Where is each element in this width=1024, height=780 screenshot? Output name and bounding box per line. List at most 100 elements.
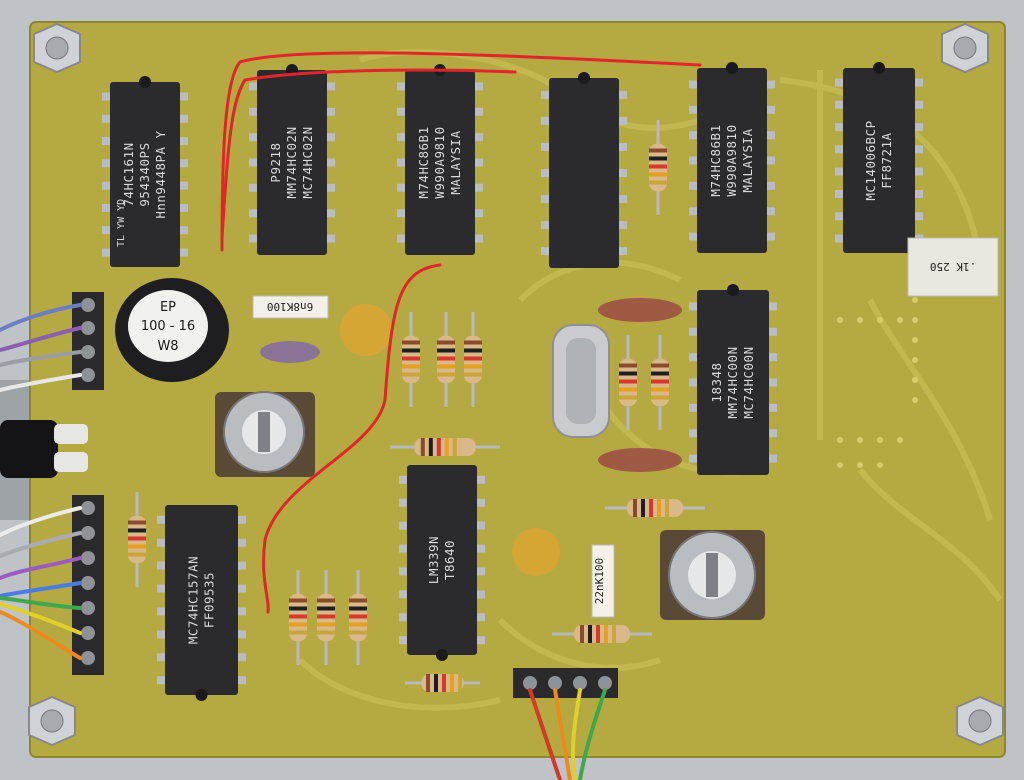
resistors xyxy=(128,120,705,692)
elcap-line-2: 100 - 16 xyxy=(141,319,195,334)
crystal-oscillator xyxy=(552,324,610,438)
ic-pin xyxy=(249,107,259,116)
ic-pin xyxy=(475,475,485,484)
ic-pin xyxy=(399,567,409,576)
ic-pin xyxy=(767,403,777,412)
resistor xyxy=(128,492,146,587)
resistor xyxy=(437,312,455,407)
ic-pin xyxy=(236,676,246,685)
ic-pin xyxy=(236,584,246,593)
electrolytic-capacitor: EP 100 - 16 W8 xyxy=(115,278,229,382)
ic-pin xyxy=(178,159,188,168)
trimmer-potentiometer xyxy=(215,391,315,477)
ic-marking: P9218 xyxy=(268,142,283,182)
ic-marking: MALAYSIA xyxy=(448,130,463,194)
ic-marking: FF09535 xyxy=(202,572,217,628)
ic-pin xyxy=(767,429,777,438)
ic-pin xyxy=(473,209,483,218)
ic-pin xyxy=(617,169,627,177)
ic-pin xyxy=(157,607,167,616)
ic-pin xyxy=(157,584,167,593)
ic-pin xyxy=(689,302,699,311)
ic-pin xyxy=(767,378,777,387)
ic-pin xyxy=(913,189,923,198)
ic-pin xyxy=(473,82,483,91)
ic-pin xyxy=(835,189,845,198)
ic-pin xyxy=(102,248,112,257)
ic-pin xyxy=(617,221,627,230)
ic-pin xyxy=(689,80,699,89)
ic-pin xyxy=(102,226,112,235)
ic-pin xyxy=(475,567,485,576)
ceramic-capacitor xyxy=(598,298,682,322)
ic-marking: LM339N xyxy=(426,536,441,584)
ic-pin xyxy=(236,653,246,662)
ic-pin xyxy=(913,167,923,176)
ic-pin xyxy=(475,636,485,645)
ic-pin xyxy=(913,123,923,132)
ic-marking: MC74HC02N xyxy=(300,126,315,198)
ic-pin xyxy=(397,158,407,167)
ic-marking: M74HC86B1 xyxy=(708,124,723,196)
ic-pin xyxy=(765,80,775,89)
ic-pin xyxy=(835,167,845,176)
ic-pin xyxy=(249,183,259,192)
ic-pin xyxy=(689,454,699,463)
resistor xyxy=(651,335,669,430)
ic-pin xyxy=(473,234,483,243)
ic-pin xyxy=(325,158,335,167)
resistor xyxy=(317,570,335,665)
ic-pin xyxy=(157,538,167,547)
ic-marking: MALAYSIA xyxy=(740,128,755,192)
ic-pin xyxy=(178,137,188,146)
ic-pin xyxy=(765,232,775,241)
ic-pin xyxy=(835,212,845,221)
ceramic-capacitor xyxy=(598,448,682,472)
ic-pin xyxy=(399,590,409,599)
ic-notch xyxy=(578,72,590,84)
ic-pin xyxy=(475,521,485,530)
ic-pin xyxy=(765,156,775,165)
trimmer-potentiometer xyxy=(660,530,765,620)
ic-pin xyxy=(236,607,246,616)
ic-pin xyxy=(689,232,699,241)
ic-marking: M74HC86B1 xyxy=(416,126,431,198)
ic-pin xyxy=(325,209,335,218)
ic-pin xyxy=(473,107,483,116)
mounting-screw-bl xyxy=(28,695,76,747)
pin-header-bottom xyxy=(513,668,618,698)
mounting-screw-br xyxy=(956,695,1004,747)
ic-pin xyxy=(689,429,699,438)
ic-marking: MC14006BCP xyxy=(863,120,878,200)
ic-body xyxy=(257,70,327,255)
ic-pin xyxy=(236,630,246,639)
ic-pin xyxy=(689,403,699,412)
label-1k250: .1K 250 xyxy=(930,260,976,273)
ic-pin xyxy=(178,226,188,235)
ic-pin xyxy=(249,133,259,142)
ic-pin xyxy=(475,613,485,622)
pcb-pads xyxy=(837,297,918,468)
ic-pin xyxy=(767,327,777,336)
ic-notch xyxy=(727,284,739,296)
ic-pin xyxy=(102,181,112,190)
ic-marking: W990A9810 xyxy=(724,124,739,196)
ic-marking: 74HC161N xyxy=(121,142,136,206)
ic-marking: MM74HC00N xyxy=(725,346,740,418)
ic-pin xyxy=(767,302,777,311)
ic-body xyxy=(697,290,769,475)
label-6n8: 6n8K100 xyxy=(267,300,313,313)
ic-pin xyxy=(475,544,485,553)
ic-chip-u4 xyxy=(541,72,627,268)
ic-pin xyxy=(399,521,409,530)
ic-pin xyxy=(249,209,259,218)
ic-pin xyxy=(835,145,845,154)
wires xyxy=(0,51,702,780)
ic-pin xyxy=(157,676,167,685)
ic-notch xyxy=(873,62,885,74)
